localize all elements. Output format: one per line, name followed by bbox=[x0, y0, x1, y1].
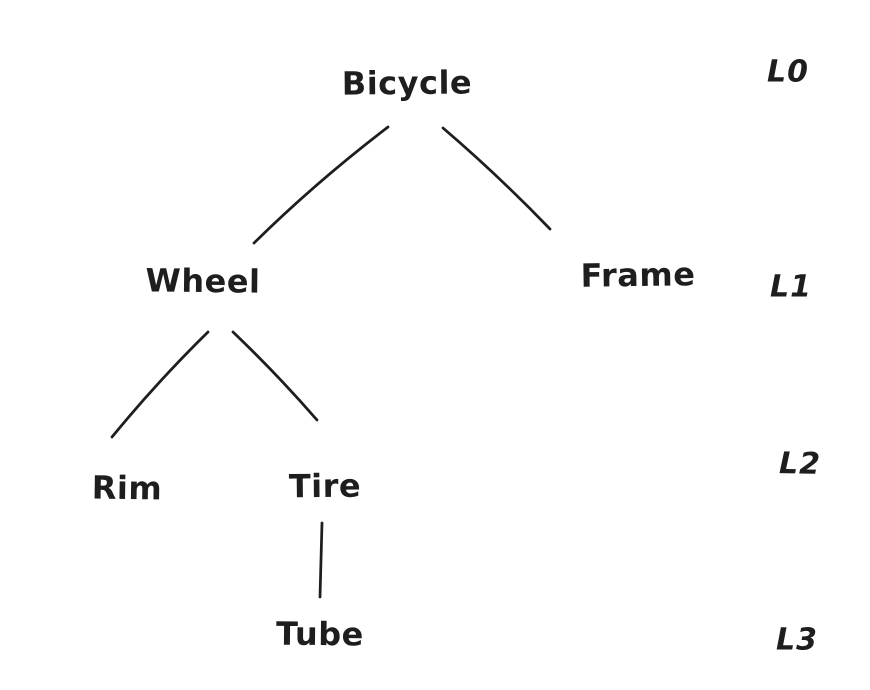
node-tube: Tube bbox=[275, 614, 365, 654]
level-label-l2: L2 bbox=[778, 446, 822, 482]
edge-tire-tube bbox=[318, 521, 324, 599]
edge-wheel-tire bbox=[231, 330, 319, 422]
node-wheel: Wheel bbox=[145, 261, 261, 301]
edge-bicycle-frame bbox=[441, 126, 552, 231]
node-bicycle: Bicycle bbox=[341, 63, 473, 103]
node-rim: Rim bbox=[91, 468, 163, 508]
level-label-l0: L0 bbox=[767, 54, 809, 90]
node-tire: Tire bbox=[288, 466, 362, 506]
edge-wheel-rim bbox=[110, 330, 210, 439]
level-label-l3: L3 bbox=[776, 622, 818, 658]
edge-bicycle-wheel bbox=[252, 125, 390, 245]
level-label-l1: L1 bbox=[770, 269, 812, 305]
node-frame: Frame bbox=[580, 255, 696, 295]
